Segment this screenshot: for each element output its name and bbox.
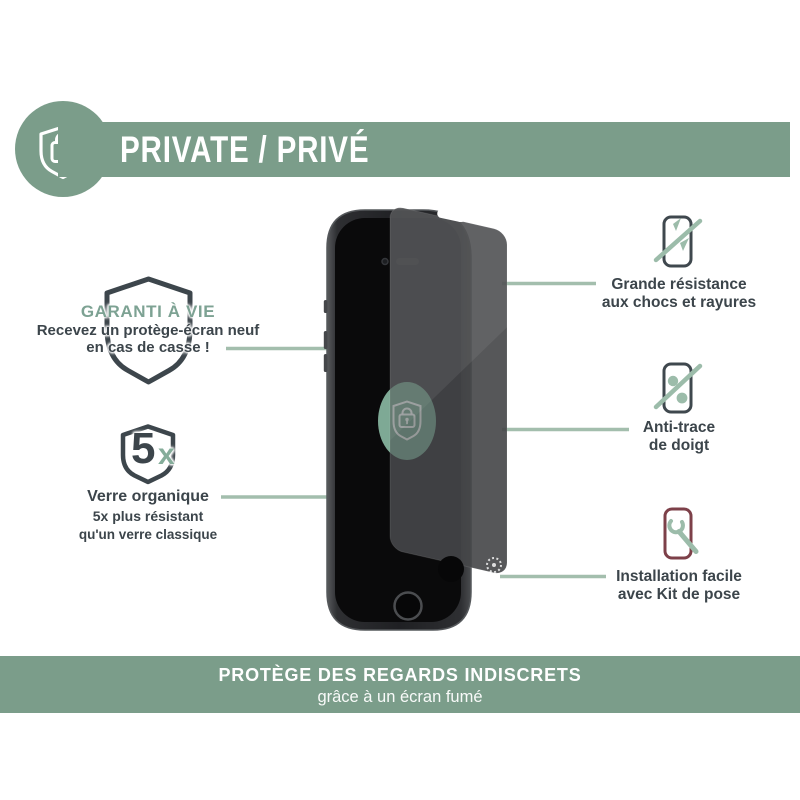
phone-fingerprint-icon [653,362,703,414]
feature-resistance-label: Grande résistance aux chocs et rayures [589,276,769,312]
strength-suffix: x [158,438,175,471]
feature-resistance-line2: aux chocs et rayures [601,294,757,311]
warranty-badge: GARANTI À VIE Recevez un protège-écran n… [8,302,288,356]
feature-antitrace-label: Anti-trace de doigt [589,419,769,455]
mute-switch [323,300,328,313]
camera-cutout [454,208,468,222]
top-banner: PRIVATE / PRIVÉ [58,122,790,177]
callout-lines [221,281,629,579]
front-camera [381,257,389,266]
volume-down-button [323,354,328,372]
brand-stamp-icon [486,557,502,573]
volume-up-button [323,331,328,349]
strength-shield-icon [120,424,176,485]
feature-resistance-line1: Grande résistance [611,276,747,293]
feature-install-line1: Installation facile [616,568,742,585]
home-button [393,591,423,621]
feature-install-line2: avec Kit de pose [617,586,741,603]
screen-logo-dimmed [390,382,436,460]
screen-logo-bright [378,389,390,453]
warranty-line2: en cas de casse ! [86,339,210,356]
screen-protector [389,205,508,582]
organic-glass-label: Verre organique 5x plus résistant qu'un … [28,488,268,542]
organic-line2: 5x plus résistant [92,508,204,524]
bottom-banner: PROTÈGE DES REGARDS INDISCRETS grâce à u… [0,656,800,713]
feature-antitrace-line2: de doigt [648,437,710,454]
phone-wrench-icon [663,507,699,560]
phone-impact-icon [653,215,703,268]
footer-subtitle: grâce à un écran fumé [317,688,483,706]
organic-line3: qu'un verre classique [78,527,218,542]
footer-title: PROTÈGE DES REGARDS INDISCRETS [218,665,582,685]
warranty-shield-icon [104,276,193,385]
page-title: PRIVATE / PRIVÉ [120,129,370,170]
warranty-line1: Recevez un protège-écran neuf [36,322,260,339]
organic-line1: Verre organique [87,488,209,505]
feature-antitrace-line1: Anti-trace [642,419,716,436]
glass-reflection [390,205,507,441]
warranty-title: GARANTI À VIE [80,302,216,321]
strength-value: 5 [131,424,156,473]
home-button-cutout [438,556,464,582]
feature-install-label: Installation facile avec Kit de pose [589,568,769,604]
